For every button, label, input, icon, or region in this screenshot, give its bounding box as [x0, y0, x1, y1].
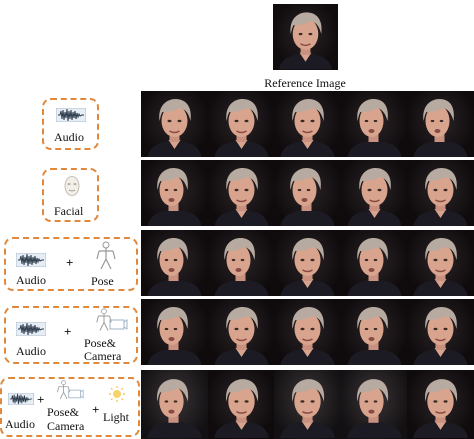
- video-frame: [207, 370, 275, 439]
- condition-audio-pose: Audio + Pose: [4, 237, 138, 291]
- light-label: Light: [103, 410, 129, 424]
- video-frame: [141, 370, 208, 439]
- video-frame: [340, 91, 408, 157]
- video-frame: [207, 299, 275, 365]
- video-frame: [141, 299, 208, 365]
- video-frame: [407, 160, 474, 226]
- face-mask-icon: [63, 175, 81, 197]
- condition-audio-pose-camera: Audio + Pose& Camera: [4, 306, 138, 364]
- reference-image: [273, 4, 338, 70]
- plus-operator: +: [37, 392, 45, 407]
- camera-label: Camera: [84, 349, 122, 363]
- plus-operator: +: [66, 255, 74, 270]
- sun-icon: [107, 385, 127, 403]
- waveform-icon: [56, 108, 86, 122]
- audio-label: Audio: [54, 130, 84, 144]
- camera-skeleton-icon: [50, 379, 84, 403]
- condition-audio-pose-camera-light: Audio + Pose& Camera + Light: [0, 377, 140, 437]
- video-frame: [141, 160, 208, 226]
- video-frame: [274, 299, 341, 365]
- pose-label: Pose&: [84, 336, 117, 350]
- pose-label: Pose&: [47, 405, 80, 419]
- video-frame: [207, 230, 275, 296]
- video-frame: [207, 91, 275, 157]
- video-frame: [340, 370, 408, 439]
- camera-skeleton-icon: [88, 308, 128, 334]
- frames-row-audio-pose: [141, 230, 474, 296]
- plus-operator: +: [92, 402, 100, 417]
- video-frame: [274, 230, 341, 296]
- skeleton-pose-icon: [91, 241, 121, 271]
- video-frame: [340, 160, 408, 226]
- video-frame: [340, 230, 408, 296]
- video-frame: [274, 91, 341, 157]
- frames-row-audio: [141, 91, 474, 157]
- video-frame: [407, 230, 474, 296]
- waveform-icon: [16, 322, 46, 336]
- waveform-icon: [8, 393, 34, 405]
- camera-label: Camera: [47, 419, 85, 433]
- condition-facial: Facial: [42, 168, 99, 222]
- facial-label: Facial: [54, 204, 84, 218]
- video-frame: [274, 370, 341, 439]
- video-frame: [407, 91, 474, 157]
- condition-audio: Audio: [42, 98, 99, 150]
- pose-label: Pose: [91, 274, 114, 288]
- video-frame: [340, 299, 408, 365]
- audio-label: Audio: [5, 417, 35, 431]
- audio-label: Audio: [16, 273, 46, 287]
- video-frame: [141, 230, 208, 296]
- frames-row-facial: [141, 160, 474, 226]
- video-frame: [274, 160, 341, 226]
- video-frame: [207, 160, 275, 226]
- frames-row-audio-pose-camera-light: [141, 370, 474, 439]
- video-frame: [141, 91, 208, 157]
- frames-row-audio-pose-camera: [141, 299, 474, 365]
- audio-label: Audio: [16, 344, 46, 358]
- video-frame: [407, 370, 474, 439]
- reference-caption: Reference Image: [264, 76, 346, 90]
- video-frame: [407, 299, 474, 365]
- waveform-icon: [16, 253, 46, 267]
- plus-operator: +: [64, 324, 72, 339]
